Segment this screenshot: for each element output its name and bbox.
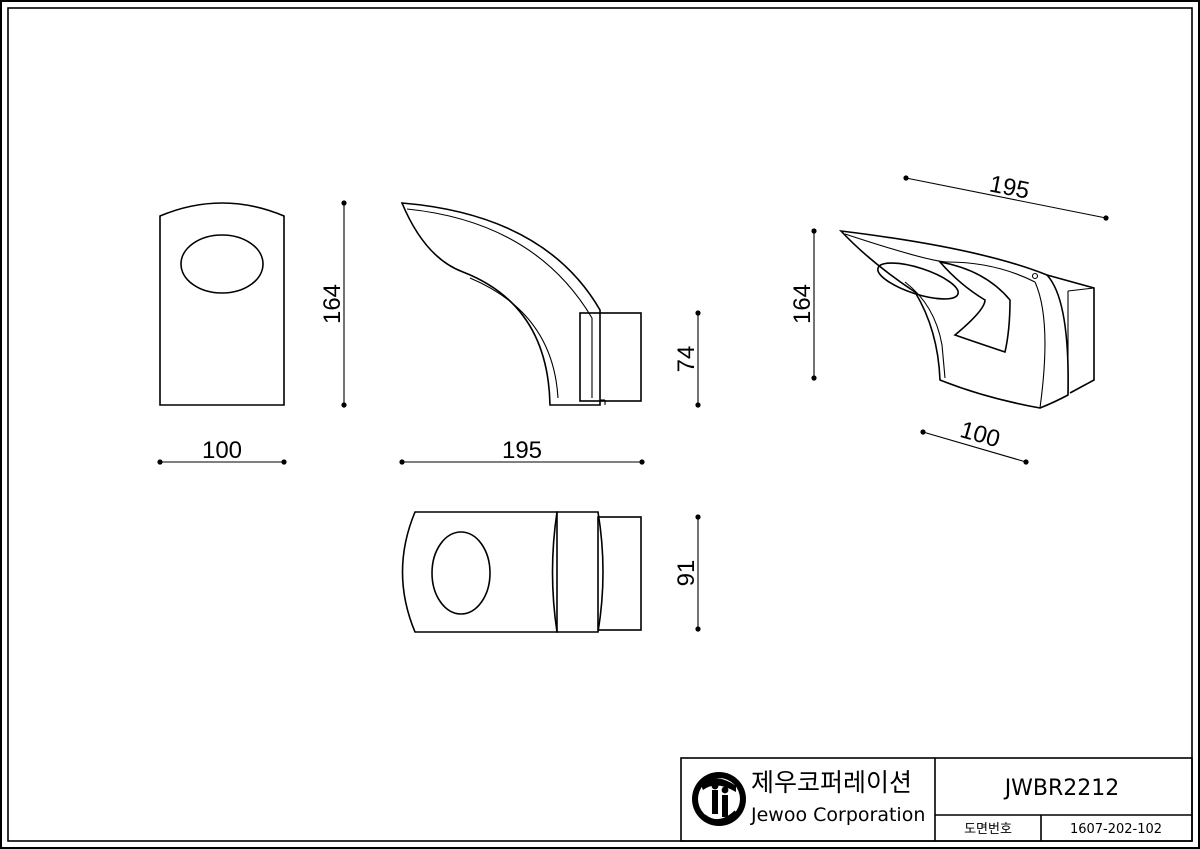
top-depth-dimension: 91 bbox=[673, 514, 701, 632]
iso-wall-box bbox=[1046, 274, 1095, 394]
front-width-label: 100 bbox=[202, 437, 242, 464]
side-length-dimension: 195 bbox=[399, 437, 645, 465]
company-logo bbox=[692, 772, 746, 826]
front-view-lens bbox=[180, 234, 264, 294]
iso-leaf-cutout bbox=[937, 260, 1011, 354]
iso-width-label: 100 bbox=[957, 416, 1003, 453]
top-depth-label: 91 bbox=[673, 560, 700, 587]
drawing-number: 1607-202-102 bbox=[1070, 822, 1162, 837]
inner-border bbox=[7, 7, 1193, 842]
side-length-label: 195 bbox=[502, 437, 542, 464]
iso-width-dimension: 100 bbox=[920, 416, 1029, 465]
top-view bbox=[401, 511, 642, 633]
front-view bbox=[159, 202, 285, 406]
side-depth-label: 74 bbox=[673, 346, 700, 373]
top-view-wall-plate bbox=[597, 516, 642, 631]
model-number: JWBR2212 bbox=[1003, 776, 1120, 801]
iso-arm-top-edge bbox=[844, 233, 1036, 283]
side-view-wall-plate bbox=[579, 312, 642, 402]
front-width-dimension: 100 bbox=[157, 437, 287, 465]
iso-length-dimension: 195 bbox=[903, 171, 1109, 221]
company-english-name: Jewoo Corporation bbox=[750, 804, 925, 826]
title-block: 제우코퍼레이션 Jewoo Corporation JWBR2212 도면번호 … bbox=[680, 757, 1193, 842]
side-depth-dimension: 74 bbox=[673, 310, 701, 408]
iso-arm-outline bbox=[838, 229, 1069, 409]
side-view-arm-inner bbox=[406, 208, 593, 398]
iso-height-dimension: 164 bbox=[789, 228, 817, 381]
isometric-view bbox=[838, 229, 1095, 409]
front-height-dimension: 164 bbox=[319, 200, 347, 408]
iso-lens bbox=[877, 262, 959, 300]
iso-screw-hole bbox=[1031, 272, 1039, 280]
front-view-outline bbox=[159, 202, 285, 406]
drawing-number-label: 도면번호 bbox=[964, 822, 1012, 837]
iso-arm-side-curve bbox=[1034, 281, 1046, 409]
iso-length-label: 195 bbox=[987, 171, 1031, 205]
side-view-arm-outer bbox=[400, 202, 601, 406]
company-korean-name: 제우코퍼레이션 bbox=[751, 768, 912, 797]
iso-arm-lower-edge bbox=[904, 281, 946, 379]
front-height-label: 164 bbox=[319, 284, 346, 324]
top-view-outline bbox=[401, 511, 558, 633]
iso-height-label: 164 bbox=[789, 284, 816, 324]
top-view-band bbox=[551, 511, 604, 633]
top-view-lens bbox=[431, 531, 491, 615]
side-view-arm-inner-edge bbox=[469, 277, 559, 399]
side-view bbox=[400, 202, 642, 406]
